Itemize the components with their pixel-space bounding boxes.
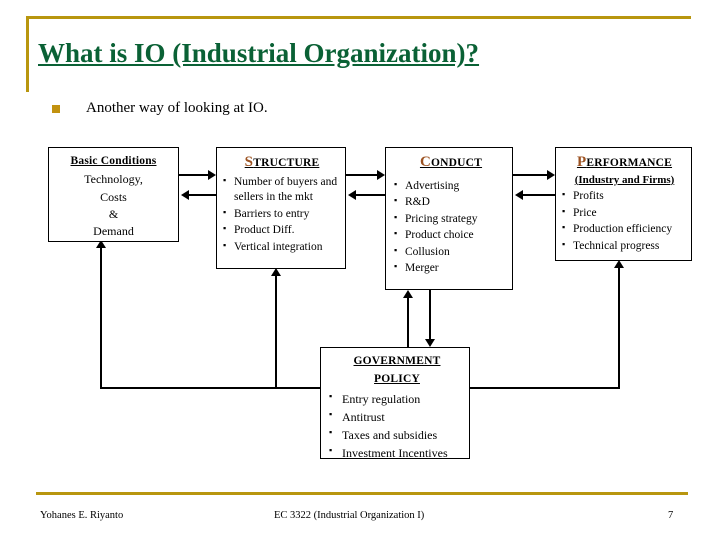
connector-conduct-to-performance xyxy=(513,174,547,176)
square-bullet-icon xyxy=(52,104,60,113)
list-item: Merger xyxy=(394,260,508,277)
box-basic-conditions-line-3: & xyxy=(108,206,119,221)
box-structure-header-rest: TRUCTURE xyxy=(253,157,320,169)
box-performance-header-rest: ERFORMANCE xyxy=(586,157,673,169)
box-conduct-header: CONDUCT xyxy=(394,153,508,173)
list-item: Product choice xyxy=(394,227,508,244)
box-performance-header: PERFORMANCE xyxy=(562,153,687,173)
arrowhead-conduct-to-structure xyxy=(348,190,356,200)
arrowhead-policy-to-performance xyxy=(614,260,624,268)
list-item: Production efficiency xyxy=(562,221,687,238)
connector-riser-basic xyxy=(100,248,102,389)
list-item: Barriers to entry xyxy=(223,206,341,223)
connector-structure-to-basic xyxy=(189,194,217,196)
footer-author: Yohanes E. Riyanto xyxy=(40,510,124,521)
list-item: Antitrust xyxy=(329,408,465,426)
connector-policy-to-conduct xyxy=(407,298,409,348)
list-item: Advertising xyxy=(394,178,508,195)
box-structure[interactable]: STRUCTURE Number of buyers and sellers i… xyxy=(216,147,346,269)
lead-bullet-text: Another way of looking at IO. xyxy=(86,100,268,116)
connector-rail-left xyxy=(100,387,322,389)
footer-course: EC 3322 (Industrial Organization I) xyxy=(274,510,425,521)
list-item: Product Diff. xyxy=(223,222,341,239)
dropcap-p: P xyxy=(576,154,587,170)
list-item: Collusion xyxy=(394,244,508,261)
arrowhead-basic-to-structure xyxy=(208,170,216,180)
box-basic-conditions-line-4: Demand xyxy=(93,224,134,239)
box-conduct[interactable]: CONDUCT Advertising R&D Pricing strategy… xyxy=(385,147,513,290)
left-accent-rule xyxy=(26,16,29,92)
box-basic-conditions-header: Basic Conditions xyxy=(70,155,157,167)
box-basic-conditions[interactable]: Basic Conditions Technology, Costs & Dem… xyxy=(48,147,179,242)
box-performance[interactable]: PERFORMANCE (Industry and Firms) Profits… xyxy=(555,147,692,261)
box-government-policy-list: Entry regulation Antitrust Taxes and sub… xyxy=(329,390,465,462)
connector-riser-structure xyxy=(275,276,277,389)
list-item: Pricing strategy xyxy=(394,211,508,228)
arrowhead-conduct-to-policy xyxy=(425,339,435,347)
dropcap-s: S xyxy=(244,154,254,170)
arrowhead-policy-to-conduct xyxy=(403,290,413,298)
list-item: Entry regulation xyxy=(329,390,465,408)
list-item: Vertical integration xyxy=(223,239,341,256)
box-conduct-list: Advertising R&D Pricing strategy Product… xyxy=(394,178,508,277)
box-structure-list: Number of buyers and sellers in the mkt … xyxy=(223,174,341,256)
connector-conduct-to-policy xyxy=(429,290,431,339)
connector-basic-to-structure xyxy=(179,174,208,176)
box-basic-conditions-line-1: Technology, xyxy=(84,172,143,187)
box-performance-list: Profits Price Production efficiency Tech… xyxy=(562,188,687,255)
box-government-policy-header-line-2: POLICY xyxy=(374,373,420,386)
list-item: Taxes and subsidies xyxy=(329,426,465,444)
connector-riser-performance xyxy=(618,268,620,389)
arrowhead-policy-to-basic xyxy=(96,240,106,248)
list-item: Profits xyxy=(562,188,687,205)
list-item: Investment Incentives xyxy=(329,444,465,462)
box-government-policy[interactable]: GOVERNMENT POLICY Entry regulation Antit… xyxy=(320,347,470,462)
top-accent-rule xyxy=(26,16,691,19)
list-item: Technical progress xyxy=(562,238,687,255)
arrowhead-structure-to-basic xyxy=(181,190,189,200)
list-item: Price xyxy=(562,205,687,222)
box-performance-subheader: (Industry and Firms) xyxy=(574,173,675,186)
page-title: What is IO (Industrial Organization)? xyxy=(38,38,480,68)
box-basic-conditions-line-2: Costs xyxy=(100,189,127,204)
dropcap-c: C xyxy=(419,154,431,170)
footer-page-number: 7 xyxy=(668,510,674,521)
list-item: R&D xyxy=(394,194,508,211)
arrowhead-performance-to-conduct xyxy=(515,190,523,200)
arrowhead-conduct-to-performance xyxy=(547,170,555,180)
arrowhead-policy-to-structure xyxy=(271,268,281,276)
connector-conduct-to-structure xyxy=(356,194,385,196)
box-conduct-header-rest: ONDUCT xyxy=(431,157,483,169)
connector-rail-right xyxy=(470,387,620,389)
lead-bullet-row: Another way of looking at IO. xyxy=(52,100,652,117)
box-government-policy-header-line-1: GOVERNMENT xyxy=(353,355,441,367)
list-item: Number of buyers and sellers in the mkt xyxy=(223,174,341,206)
connector-structure-to-conduct xyxy=(346,174,377,176)
box-structure-header: STRUCTURE xyxy=(223,153,341,173)
footer-accent-rule xyxy=(36,492,688,495)
connector-performance-to-conduct xyxy=(523,194,555,196)
arrowhead-structure-to-conduct xyxy=(377,170,385,180)
